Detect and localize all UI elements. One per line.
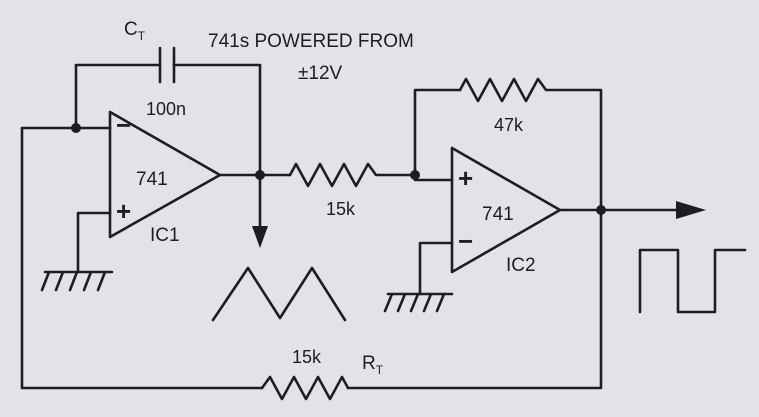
- arrow-down-icon: [252, 226, 268, 248]
- ic2-noninverting-sign: +: [458, 163, 474, 193]
- rt-loop-right: [346, 208, 603, 390]
- r-series-value: 15k: [326, 199, 356, 219]
- rt-label: RT: [362, 353, 384, 377]
- ic1-inverting-sign: −: [116, 110, 132, 140]
- rt-loop-left: [20, 126, 264, 390]
- ic2-part: 741: [482, 204, 514, 225]
- r-feedback-value: 47k: [494, 115, 524, 135]
- ic1-part: 741: [136, 169, 168, 190]
- ic1-noninverting-sign: +: [116, 196, 132, 226]
- resistor-rt: [260, 375, 350, 401]
- ic2-label: IC2: [506, 255, 536, 276]
- resistor-47k-feedback: [458, 77, 603, 212]
- rt-value: 15k: [292, 347, 322, 367]
- ground-icon: [40, 270, 114, 292]
- ic1-label: IC1: [150, 225, 180, 246]
- ct-value: 100n: [146, 99, 187, 119]
- triangle-wave-icon: [211, 266, 347, 322]
- ic1-opamp: [108, 110, 222, 239]
- ground-icon: [383, 292, 454, 313]
- feedback-wire: [413, 88, 462, 177]
- capacitor-ct: [158, 46, 176, 84]
- ic2-opamp: [450, 146, 562, 274]
- power-note-line1: 741s POWERED FROM: [208, 31, 414, 52]
- ic2-inverting-input-wire: [418, 241, 454, 296]
- ic1-noninverting-input-wire: [76, 211, 112, 274]
- resistor-15k-series: [288, 162, 417, 188]
- arrow-right-icon: [676, 201, 706, 219]
- capacitor-wire-left: [74, 63, 162, 130]
- square-wave-icon: [638, 248, 747, 314]
- ic2-inverting-sign: −: [458, 226, 474, 256]
- capacitor-wire-right: [172, 63, 262, 177]
- ct-label: CT: [124, 19, 146, 43]
- power-note-line2: ±12V: [298, 63, 343, 84]
